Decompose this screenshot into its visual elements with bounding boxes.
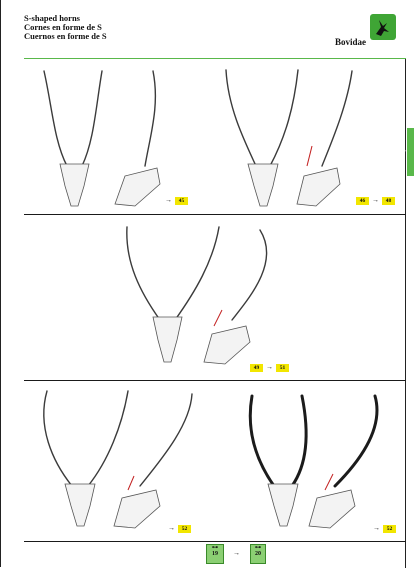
key-from-number: 19 bbox=[212, 551, 218, 557]
arrow-icon: → bbox=[168, 524, 175, 532]
family-name: Bovidae bbox=[335, 37, 366, 47]
arrow-icon: → bbox=[372, 196, 379, 204]
left-border bbox=[0, 0, 1, 567]
title-es: Cuernos en forme de S bbox=[24, 32, 107, 41]
skull-side-1 bbox=[105, 66, 185, 216]
ref-52-left[interactable]: →52 bbox=[165, 524, 191, 533]
page-header: S-shaped horns Cornes en forme de S Cuer… bbox=[24, 14, 396, 58]
antelope-head-icon bbox=[370, 14, 396, 40]
key-to-box[interactable]: ⊶ 20 bbox=[250, 544, 266, 564]
skull-side-2 bbox=[292, 66, 377, 216]
arrow-icon: → bbox=[373, 524, 380, 532]
divider-1 bbox=[24, 214, 406, 215]
title-block: S-shaped horns Cornes en forme de S Cuer… bbox=[24, 14, 107, 41]
key-to-number: 20 bbox=[255, 551, 261, 557]
skull-side-4 bbox=[110, 386, 200, 536]
ref-52-right[interactable]: →52 bbox=[370, 524, 396, 533]
skull-side-3 bbox=[200, 222, 290, 372]
arrow-icon: → bbox=[233, 549, 240, 557]
key-from-box[interactable]: ⊶ 19 bbox=[206, 544, 224, 564]
ref-49-51[interactable]: 49→51 bbox=[250, 363, 289, 372]
side-tab[interactable]: ‹ bbox=[407, 128, 414, 176]
divider-3 bbox=[24, 541, 406, 542]
page-frame: S-shaped horns Cornes en forme de S Cuer… bbox=[0, 0, 406, 567]
ref-45[interactable]: →45 bbox=[162, 196, 188, 205]
ref-46-48[interactable]: 46→48 bbox=[356, 196, 395, 205]
arrow-icon: → bbox=[165, 196, 172, 204]
footer-arrow: → bbox=[230, 549, 243, 557]
header-divider bbox=[24, 58, 406, 59]
skull-side-5 bbox=[305, 386, 400, 536]
right-border bbox=[405, 58, 406, 568]
divider-2 bbox=[24, 380, 406, 381]
arrow-icon: → bbox=[266, 363, 273, 371]
